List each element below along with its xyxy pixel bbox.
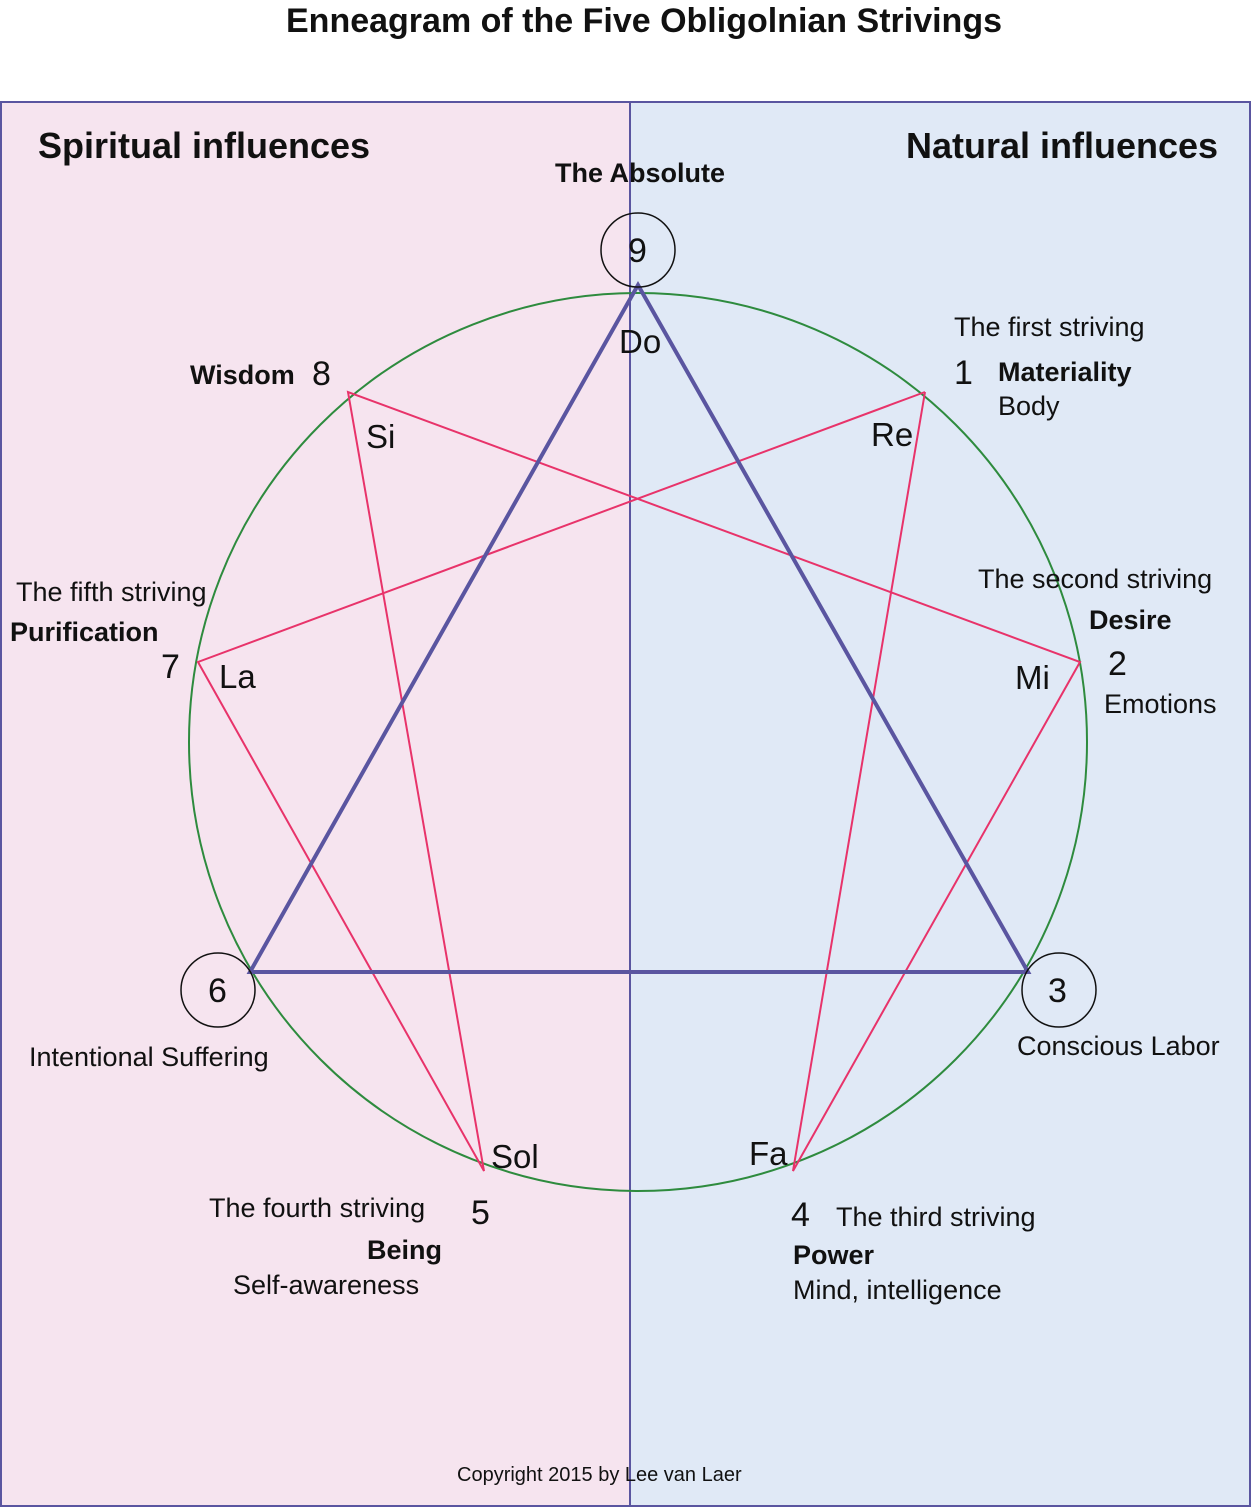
point-5-striving: Being <box>367 1235 443 1265</box>
point-8-number: 8 <box>312 355 331 393</box>
point-4-striving: Power <box>793 1240 875 1270</box>
point-6-number: 6 <box>208 972 227 1010</box>
point-5-aspect: Self-awareness <box>233 1270 420 1300</box>
point-4-caption: The third striving <box>836 1202 1036 1232</box>
law-of-three-triangle <box>246 280 1032 974</box>
spiritual-influences-label: Spiritual influences <box>38 125 371 166</box>
point-7-striving: Purification <box>10 617 159 647</box>
point-4-number: 4 <box>791 1196 810 1234</box>
point-6-circle <box>180 952 256 1028</box>
note-do: Do <box>619 323 662 360</box>
copyright-text: Copyright 2015 by Lee van Laer <box>457 1464 742 1486</box>
note-sol: Sol <box>491 1138 539 1175</box>
enneagram-circle <box>188 292 1088 1192</box>
note-si: Si <box>366 418 396 455</box>
point-2-aspect: Emotions <box>1104 689 1217 719</box>
point-3-circle <box>1021 952 1097 1028</box>
diagram-title: Enneagram of the Five Obligolnian Strivi… <box>286 2 1002 40</box>
spiritual-panel <box>0 101 631 1507</box>
natural-influences-label: Natural influences <box>906 125 1219 166</box>
point-2-caption: The second striving <box>978 564 1213 594</box>
point-7-number: 7 <box>161 648 180 686</box>
note-la: La <box>219 658 256 695</box>
point-5-number: 5 <box>471 1194 490 1232</box>
note-fa: Fa <box>749 1135 788 1172</box>
point-3-aspect: Conscious Labor <box>1017 1031 1220 1061</box>
point-5-caption: The fourth striving <box>209 1193 426 1223</box>
point-1-aspect: Body <box>998 391 1060 421</box>
point-3-number: 3 <box>1048 972 1067 1010</box>
point-2-striving: Desire <box>1089 605 1172 635</box>
point-9-number: 9 <box>628 232 647 270</box>
point-1-number: 1 <box>954 354 973 392</box>
absolute-label: The Absolute <box>555 158 726 188</box>
point-7-caption: The fifth striving <box>16 577 207 607</box>
point-6-aspect: Intentional Suffering <box>29 1042 269 1072</box>
point-1-caption: The first striving <box>954 312 1145 342</box>
point-8-striving: Wisdom <box>190 360 295 390</box>
point-2-number: 2 <box>1108 645 1127 683</box>
point-1-striving: Materiality <box>998 357 1132 387</box>
hexad-line <box>196 390 1082 1172</box>
natural-panel <box>629 101 1251 1507</box>
point-9-circle <box>600 212 676 288</box>
note-mi: Mi <box>1015 659 1050 696</box>
note-re: Re <box>871 416 914 453</box>
point-4-aspect: Mind, intelligence <box>793 1275 1002 1305</box>
